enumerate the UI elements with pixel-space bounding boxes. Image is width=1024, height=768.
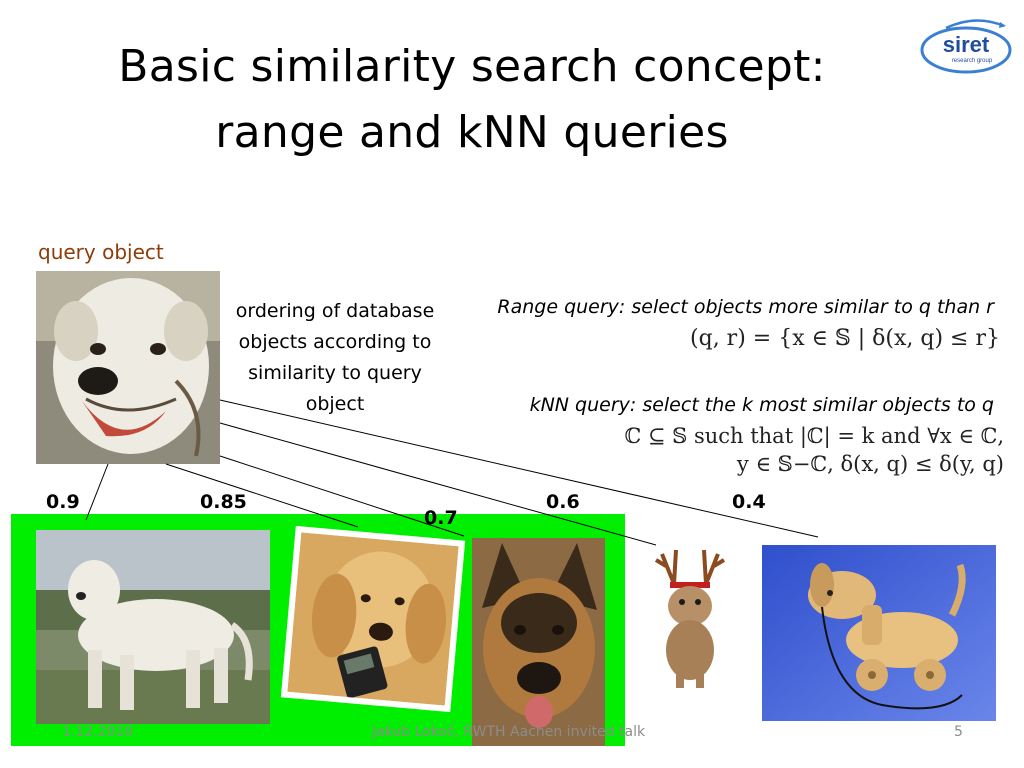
knn-query-description: kNN query: select the k most similar obj… bbox=[529, 394, 994, 416]
footer-date: 1.12.2010 bbox=[62, 724, 134, 740]
knn-query-formula-line-2: y ∈ 𝕊−ℂ, δ(x, q) ≤ δ(y, q) bbox=[736, 452, 1004, 476]
result-white-dog-photo bbox=[36, 530, 270, 724]
similarity-score-4: 0.6 bbox=[546, 491, 580, 513]
siret-logo-icon: siret research group bbox=[920, 19, 1012, 74]
result-golden-retriever-photo bbox=[280, 525, 466, 713]
golden-retriever-with-phone-icon bbox=[287, 532, 459, 706]
range-query-formula: (q, r) = {x ∈ 𝕊 | δ(x, q) ≤ r} bbox=[690, 326, 1000, 351]
result-wooden-toy-dog-photo bbox=[762, 545, 996, 721]
similarity-score-2: 0.85 bbox=[200, 491, 247, 513]
range-query-description: Range query: select objects more similar… bbox=[497, 296, 994, 318]
white-dog-standing-icon bbox=[36, 530, 270, 724]
title-line-1: Basic similarity search concept: bbox=[118, 41, 826, 92]
footer-page-number: 5 bbox=[954, 724, 963, 740]
white-dog-face-icon bbox=[36, 271, 220, 464]
logo-text: siret bbox=[943, 32, 990, 57]
knn-query-formula-line-1: ℂ ⊆ 𝕊 such that |ℂ| = k and ∀x ∈ ℂ, bbox=[624, 424, 1004, 448]
similarity-score-1: 0.9 bbox=[46, 491, 80, 513]
ordering-explanation: ordering of database objects according t… bbox=[235, 300, 435, 415]
result-german-shepherd-photo bbox=[472, 538, 605, 746]
similarity-score-3: 0.7 bbox=[424, 507, 458, 529]
chihuahua-with-antlers-icon bbox=[652, 544, 728, 692]
slide-title: Basic similarity search concept: range a… bbox=[60, 34, 884, 166]
connector-line-1 bbox=[85, 463, 109, 521]
wooden-toy-dog-icon bbox=[762, 545, 996, 721]
result-chihuahua-photo bbox=[652, 544, 728, 692]
german-shepherd-icon bbox=[472, 538, 605, 746]
logo-subtext: research group bbox=[952, 58, 993, 64]
footer-author: Jakub Lokoč, RWTH Aachen invited talk bbox=[372, 724, 646, 740]
query-dog-photo bbox=[36, 271, 220, 464]
siret-logo: siret research group bbox=[916, 12, 1016, 78]
title-line-2: range and kNN queries bbox=[215, 107, 729, 158]
query-object-label: query object bbox=[38, 240, 164, 264]
similarity-score-5: 0.4 bbox=[732, 491, 766, 513]
